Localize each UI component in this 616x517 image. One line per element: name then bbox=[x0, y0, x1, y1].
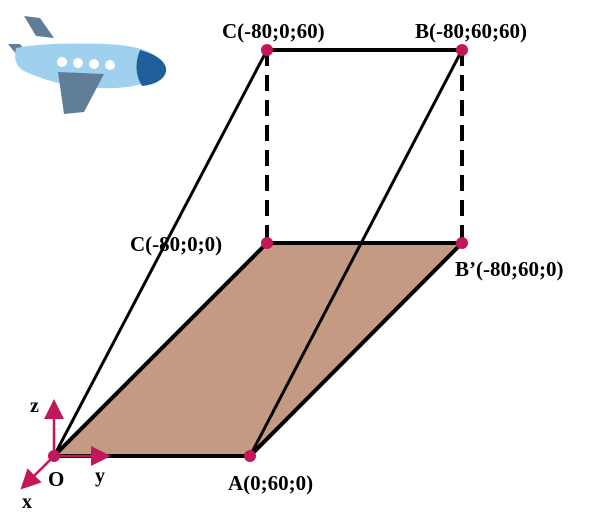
point-b-prime bbox=[456, 237, 468, 249]
base-plane bbox=[49, 241, 467, 458]
airplane-icon bbox=[8, 16, 167, 114]
edge-o-c-top bbox=[52, 49, 269, 457]
point-a bbox=[244, 450, 256, 462]
point-c-mid bbox=[261, 237, 273, 249]
edge-a-b-top bbox=[248, 49, 464, 457]
label-b-prime: B’(-80;60;0) bbox=[455, 257, 563, 281]
point-c-top bbox=[261, 44, 273, 56]
label-b-top: B(-80;60;60) bbox=[415, 19, 527, 43]
label-a: A(0;60;0) bbox=[228, 471, 313, 495]
point-b-top bbox=[456, 44, 468, 56]
label-c-top: C(-80;0;60) bbox=[222, 19, 325, 43]
label-origin: O bbox=[48, 467, 64, 491]
label-z-axis: z bbox=[30, 395, 39, 417]
label-x-axis: x bbox=[22, 491, 32, 513]
x-axis bbox=[20, 455, 55, 490]
point-origin bbox=[48, 450, 60, 462]
label-c-mid: C(-80;0;0) bbox=[130, 232, 222, 256]
label-y-axis: y bbox=[95, 465, 105, 487]
